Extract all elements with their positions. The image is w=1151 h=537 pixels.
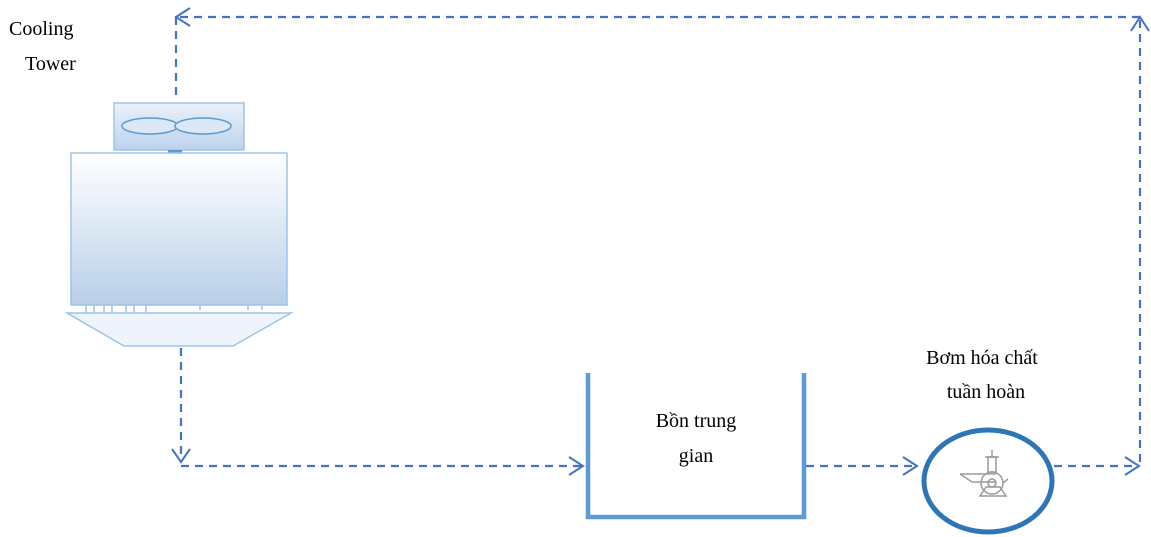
arrowhead-into-pump: [902, 456, 919, 476]
arrowhead-to-return-riser: [1124, 456, 1141, 476]
tank-label-line1: Bồn trung: [656, 410, 737, 432]
open-tank-icon: [585, 373, 807, 520]
pump-label-line2: tuần hoàn: [947, 381, 1025, 403]
pump-icon: [959, 450, 1009, 497]
cooling-tower-label-line2: Tower: [25, 53, 76, 75]
cooling-tower-icon: [64, 102, 294, 347]
cooling-tower-label-line1: Cooling: [9, 18, 73, 40]
pump-label-line1: Bơm hóa chất: [926, 347, 1038, 369]
arrowhead-down: [171, 448, 191, 464]
tank-label-line2: gian: [679, 445, 713, 467]
arrowhead-into-tank: [568, 456, 585, 476]
